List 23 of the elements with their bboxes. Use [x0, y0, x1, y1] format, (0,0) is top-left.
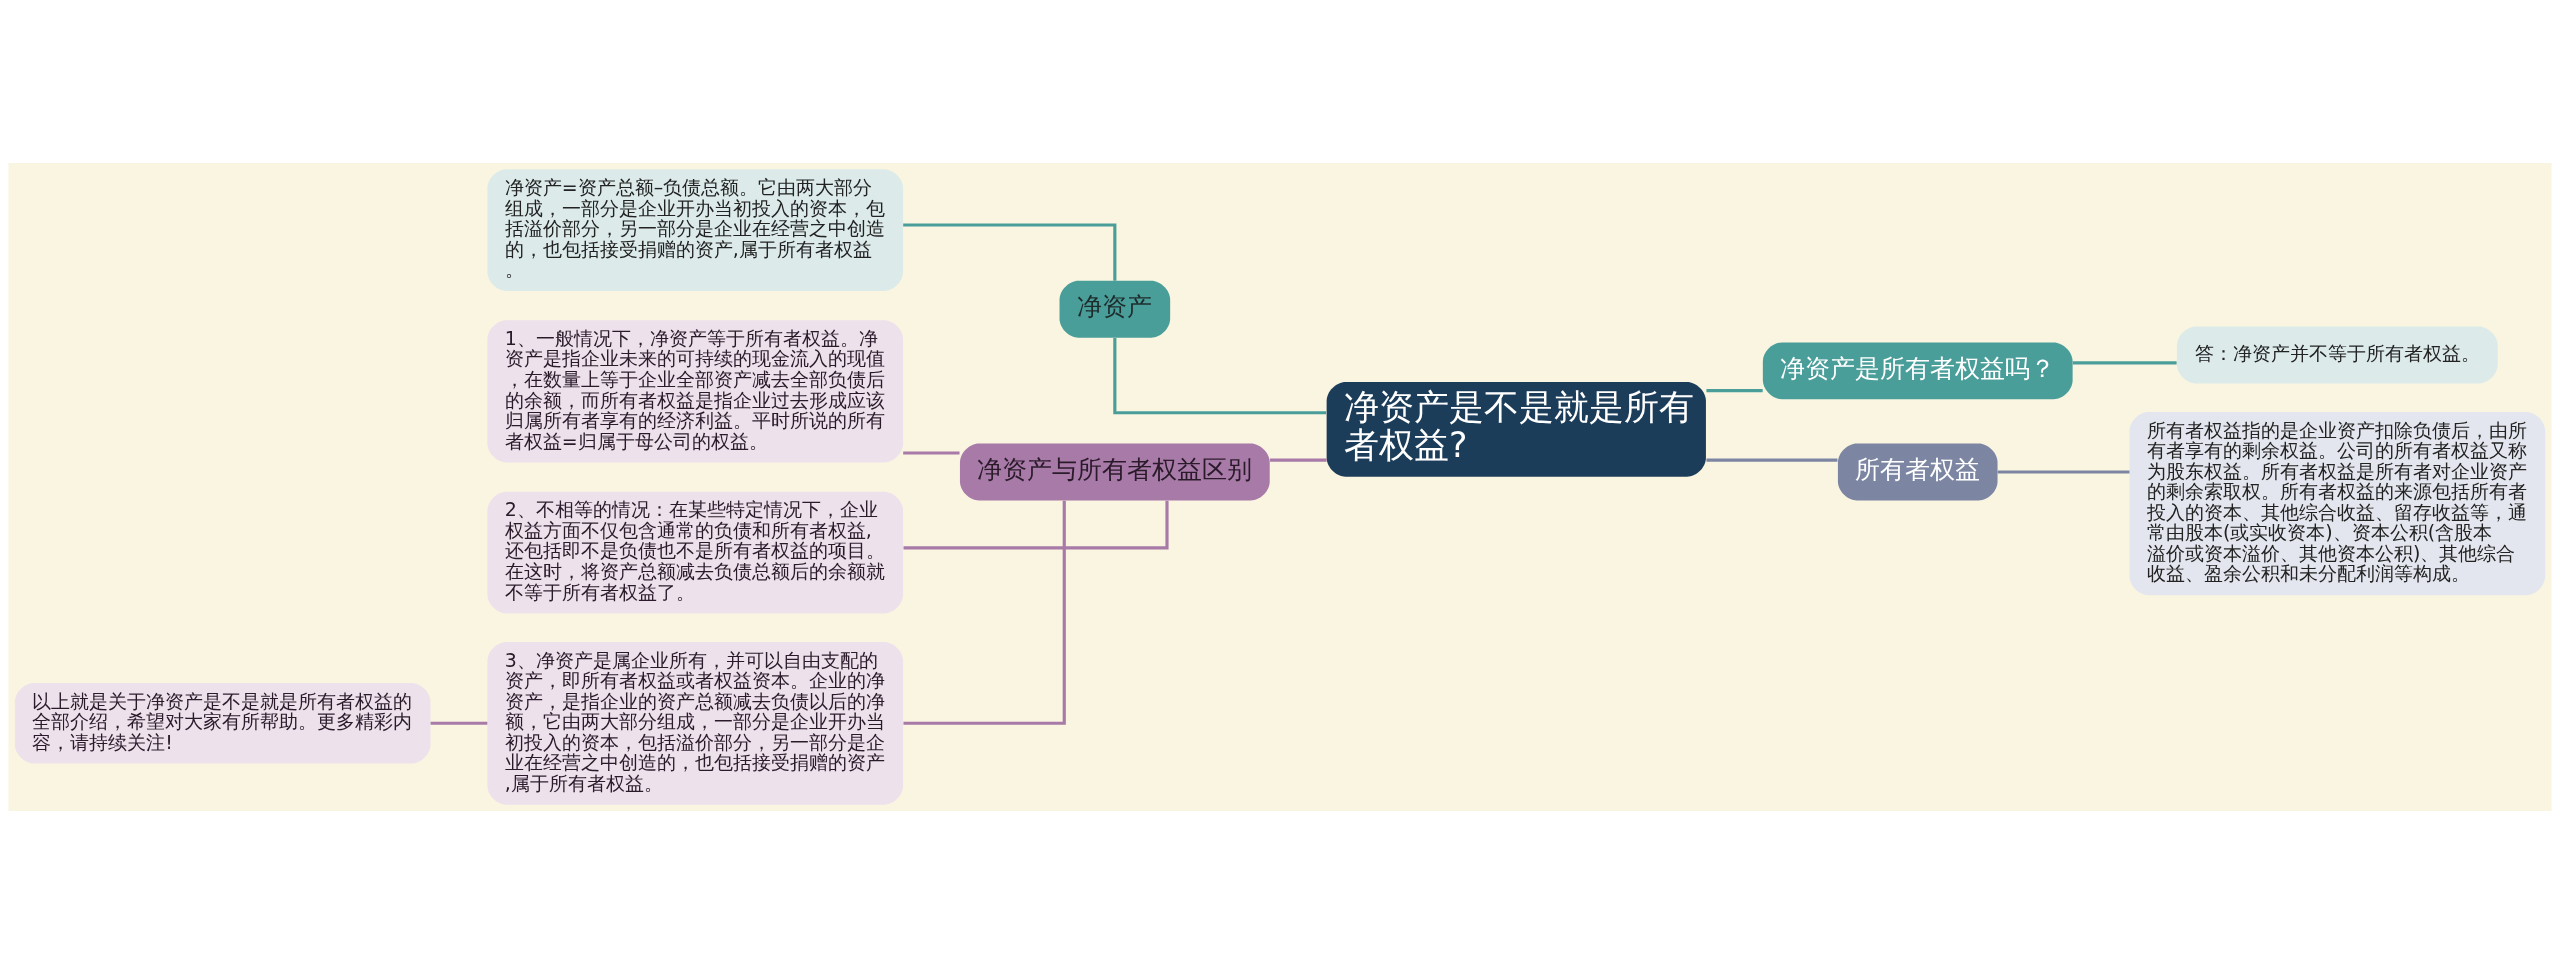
node-box: 1、一般情况下，净资产等于所有者权益。净资产是指企业未来的可持续的现金流入的现值，在数量上等于企业全部资产减去全部负债后的余额，而所有者权益是指企业过去形成应该归属所有者享有的经济利益。平时所说的所有者权益=归属于母公司的权益。 [487, 319, 904, 462]
connector [903, 222, 1117, 281]
connector [903, 450, 960, 455]
connector [2072, 360, 2177, 364]
node-box: 净资产是所有者权益吗？ [1762, 341, 2073, 399]
node-box: 以上就是关于净资产是不是就是所有者权益的全部介绍，希望对大家有所帮助。更多精彩内容，请持续关注! [14, 682, 431, 764]
node-box: 所有者权益指的是企业资产扣除负债后，由所有者享有的剩余权益。公司的所有者权益又称为股东权益。所有者权益是所有者对企业资产的剩余索取权。所有者权益的来源包括所有者投入的资本、其他综合收益、留存收益等，通常由股本(或实收资本)、资本公积(含股本溢价或资本溢价、其他资本公积)、其他综合收益、盈余公积和未分配利润等构成。 [2129, 411, 2546, 595]
node-box: 净资产=资产总额–负债总额。它由两大部分组成，一部分是企业开办当初投入的资本，包括溢价部分，另一部分是企业在经营之中创造的，也包括接受捐赠的资产,属于所有者权益。 [487, 168, 904, 291]
node-box: 所有者权益 [1837, 443, 1998, 500]
connector [1270, 458, 1327, 462]
connector [1113, 337, 1327, 414]
connector [903, 500, 1169, 549]
node-box: 3、净资产是属企业所有，并可以自由支配的资产，即所有者权益或者权益资本。企业的净资产，是指企业的资产总额减去负债以后的净额，它由两大部分组成，一部分是企业开办当初投入的资本，包括溢价部分，另一部分是企业在经营之中创造的，也包括接受捐赠的资产,属于所有者权益。 [487, 641, 904, 805]
node-box: 净资产是不是就是所有者权益? [1326, 381, 1706, 477]
node-box: 净资产与所有者权益区别 [959, 443, 1270, 500]
connector [903, 500, 1066, 725]
node-box: 答：净资产并不等于所有者权益。 [2176, 326, 2498, 383]
node-box: 2、不相等的情况：在某些特定情况下，企业权益方面不仅包含通常的负债和所有者权益,还包括即不是负债也不是所有者权益的项目。在这时，将资产总额减去负债总额后的余额就不等于所有者权益了。 [487, 491, 904, 613]
node-box: 净资产 [1059, 280, 1171, 338]
connector [1706, 388, 1763, 392]
connector [430, 721, 488, 725]
connector [1706, 458, 1838, 462]
connector [1997, 469, 2130, 474]
